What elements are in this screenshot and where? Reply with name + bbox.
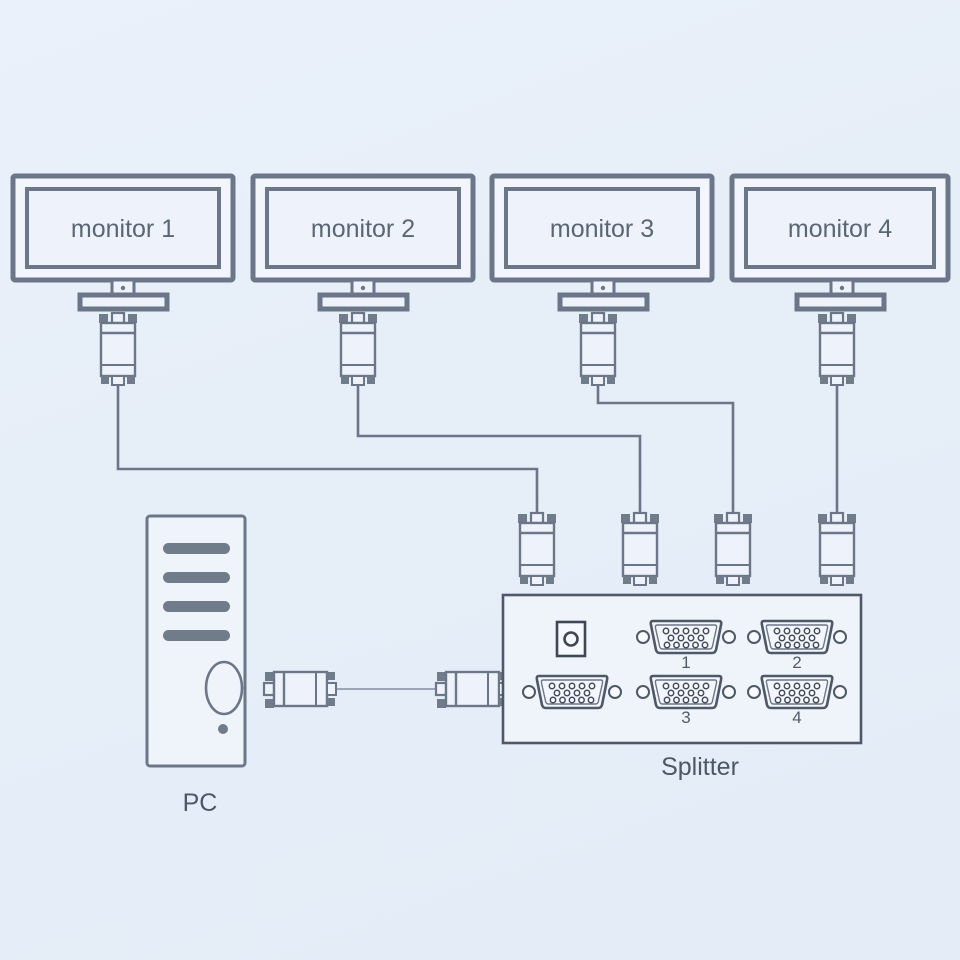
monitor-base bbox=[794, 292, 887, 312]
monitor-2[interactable]: monitor 2 bbox=[250, 173, 476, 387]
splitter-output-port-2[interactable]: 2 bbox=[747, 619, 847, 672]
monitor-1-label: monitor 1 bbox=[71, 215, 175, 243]
cable-bundle bbox=[116, 380, 839, 512]
cable-monitor-1 bbox=[116, 380, 539, 512]
neck-dot-icon bbox=[360, 285, 366, 291]
pc-led-indicator-icon bbox=[218, 724, 228, 734]
pc-drive-bay bbox=[163, 601, 230, 612]
splitter-port-1-label: 1 bbox=[681, 653, 690, 672]
monitor-3-label: monitor 3 bbox=[550, 215, 654, 243]
monitor-base bbox=[557, 292, 650, 312]
neck-dot-icon bbox=[839, 285, 845, 291]
power-circle-icon bbox=[563, 631, 579, 647]
vga-connector-monitor-2[interactable] bbox=[337, 311, 379, 387]
monitor-base bbox=[77, 292, 170, 312]
vga-connector-pc-end[interactable] bbox=[262, 670, 338, 710]
splitter-body bbox=[501, 593, 863, 745]
splitter-port-2-label: 2 bbox=[792, 653, 801, 672]
cable-monitor-2 bbox=[356, 380, 642, 512]
monitor-base bbox=[317, 292, 410, 312]
vga-connector-splitter-1[interactable] bbox=[516, 511, 558, 587]
pc-tower[interactable]: PC bbox=[145, 514, 247, 817]
screw-hole-icon bbox=[636, 685, 650, 699]
splitter-device[interactable]: 1 2 3 bbox=[501, 593, 863, 781]
monitor-screen bbox=[504, 187, 700, 269]
vga-connector-splitter-3[interactable] bbox=[712, 511, 754, 587]
splitter-input-port[interactable] bbox=[522, 674, 622, 710]
splitter-output-port-4[interactable]: 4 bbox=[747, 674, 847, 727]
splitter-port-3-label: 3 bbox=[681, 708, 690, 727]
vga-connector-splitter-input-end[interactable] bbox=[434, 670, 510, 710]
splitter-port-4-label: 4 bbox=[792, 708, 801, 727]
pc-power-button[interactable] bbox=[204, 660, 244, 716]
screw-hole-icon bbox=[722, 685, 736, 699]
screw-hole-icon bbox=[636, 630, 650, 644]
pc-drive-bay bbox=[163, 543, 230, 554]
vga-connector-splitter-2[interactable] bbox=[619, 511, 661, 587]
vga-connector-monitor-4[interactable] bbox=[816, 311, 858, 387]
pc-drive-bay bbox=[163, 572, 230, 583]
vga-connector-splitter-4[interactable] bbox=[816, 511, 858, 587]
splitter-output-port-3[interactable]: 3 bbox=[636, 674, 736, 727]
screw-hole-icon bbox=[522, 685, 536, 699]
screw-hole-icon bbox=[833, 685, 847, 699]
screw-hole-icon bbox=[747, 685, 761, 699]
pc-drive-bay bbox=[163, 630, 230, 641]
monitor-screen bbox=[265, 187, 461, 269]
screw-hole-icon bbox=[722, 630, 736, 644]
monitor-screen bbox=[25, 187, 221, 269]
neck-dot-icon bbox=[120, 285, 126, 291]
screw-hole-icon bbox=[833, 630, 847, 644]
monitor-3[interactable]: monitor 3 bbox=[489, 173, 715, 387]
splitter-label: Splitter bbox=[661, 753, 739, 781]
screw-hole-icon bbox=[608, 685, 622, 699]
splitter-output-port-1[interactable]: 1 bbox=[636, 619, 736, 672]
screw-hole-icon bbox=[747, 630, 761, 644]
neck-dot-icon bbox=[600, 285, 606, 291]
pc-label: PC bbox=[183, 789, 218, 817]
vga-connector-monitor-3[interactable] bbox=[577, 311, 619, 387]
monitor-2-label: monitor 2 bbox=[311, 215, 415, 243]
monitor-screen bbox=[744, 187, 936, 269]
cable-monitor-3 bbox=[596, 380, 735, 512]
vga-connector-monitor-1[interactable] bbox=[97, 311, 139, 387]
splitter-power-switch[interactable] bbox=[555, 620, 587, 658]
monitor-4-label: monitor 4 bbox=[788, 215, 892, 243]
monitor-1[interactable]: monitor 1 bbox=[10, 173, 236, 387]
monitor-4[interactable]: monitor 4 bbox=[729, 173, 951, 387]
